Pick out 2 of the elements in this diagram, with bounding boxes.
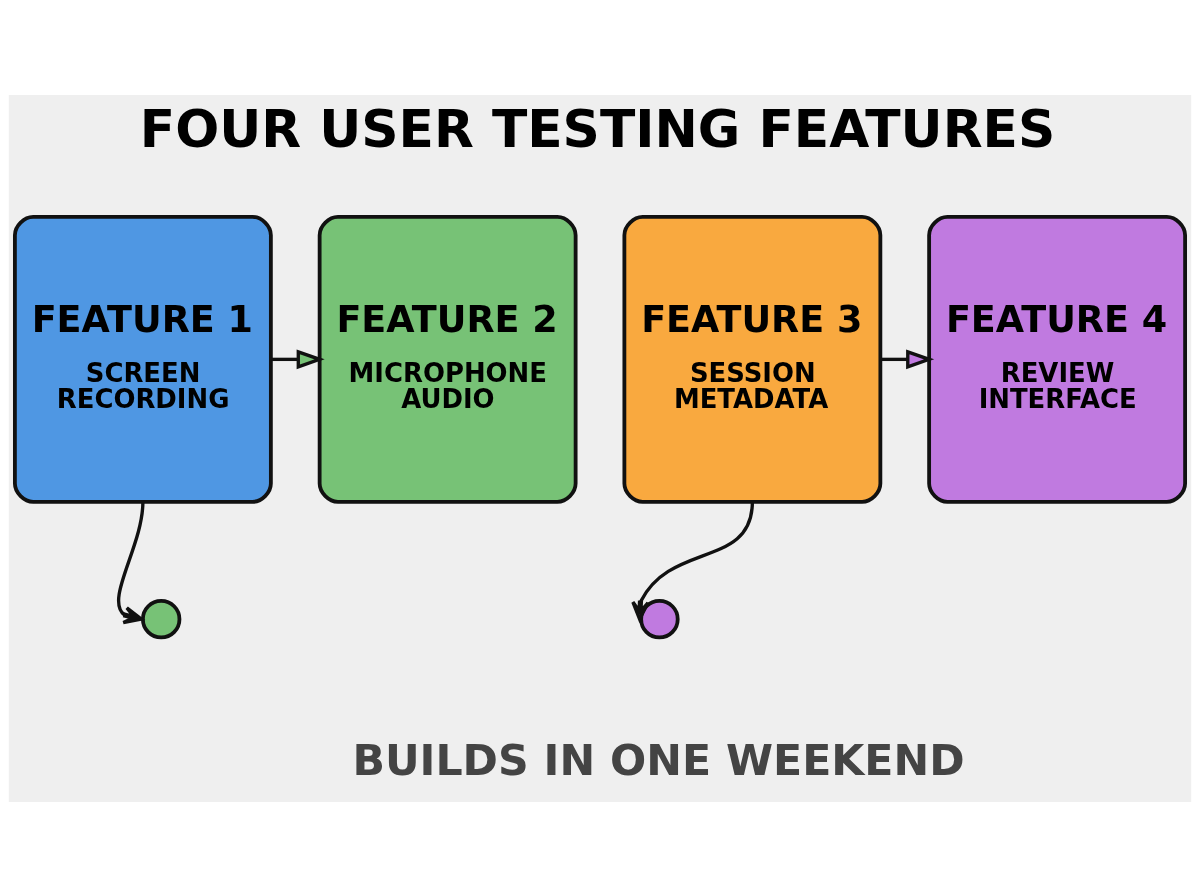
caption: BUILDS IN ONE WEEKEND bbox=[352, 734, 965, 785]
diagram-title: FOUR USER TESTING FEATURES bbox=[139, 98, 1056, 159]
